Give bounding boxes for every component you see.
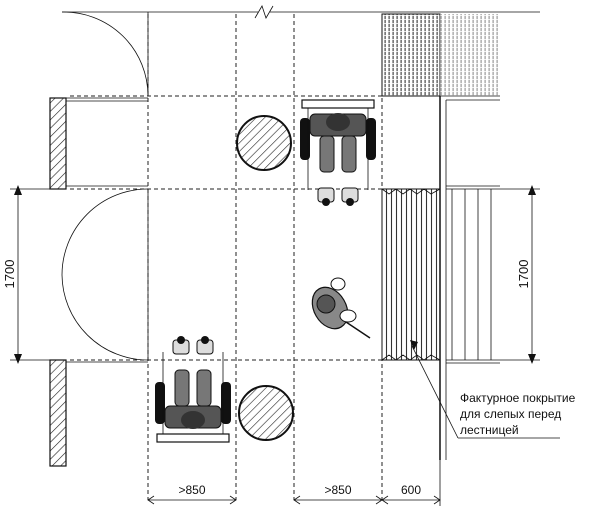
- tactile-strip-zigzag: [381, 188, 441, 195]
- person-with-cane: [311, 277, 371, 339]
- door-swings: [61, 11, 149, 361]
- annotation-line-2: для слепых перед: [460, 407, 561, 421]
- turning-circle-bottom: [238, 385, 294, 441]
- annotation-line-1: Фактурное покрытие: [460, 391, 576, 405]
- dimension-right-label: 1700: [516, 260, 531, 289]
- wheelchair-user-top: [300, 99, 376, 206]
- annotation-line-3: лестницей: [460, 423, 519, 437]
- dimension-right: [500, 185, 540, 364]
- dimension-bottom-1-label: >850: [178, 483, 205, 497]
- annotation-leader: [410, 340, 560, 439]
- tactile-strip-top-right: [440, 14, 498, 96]
- tactile-strip-stairs: [381, 188, 441, 361]
- dimension-bottom: [147, 460, 441, 506]
- left-wall: [49, 97, 148, 467]
- wheelchair-user-bottom: [155, 336, 231, 443]
- stairs: [439, 95, 500, 460]
- dimension-left: [10, 185, 50, 364]
- dimension-bottom-3-label: 600: [401, 483, 421, 497]
- top-boundary: [62, 5, 540, 19]
- grid-horizontal-lines: [70, 95, 440, 361]
- dimension-bottom-2-label: >850: [324, 483, 351, 497]
- tactile-strip-top: [381, 13, 441, 97]
- turning-circle-top: [236, 115, 292, 171]
- dimension-left-label: 1700: [2, 260, 17, 289]
